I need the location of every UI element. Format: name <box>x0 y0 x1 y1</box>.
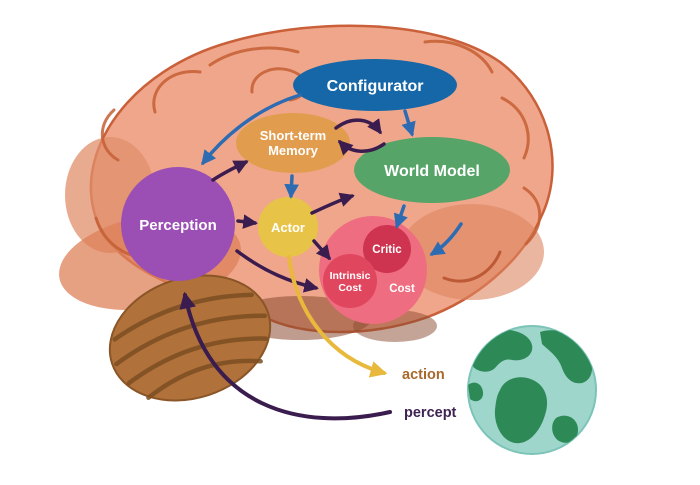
world-model-label: World Model <box>384 163 480 180</box>
short-term-memory-shape <box>236 113 350 173</box>
actor-node: Actor <box>258 197 318 257</box>
world-model-node: World Model <box>354 137 510 203</box>
arrow-percept-input <box>179 291 392 421</box>
percept-label: percept <box>404 405 457 421</box>
arrow-stm-to-actor <box>284 174 299 199</box>
short-term-memory-label-line1: Short-term <box>260 128 326 143</box>
cost-module-node: Critic Intrinsic Cost Cost <box>319 216 427 324</box>
arrow-stm-world-model-link-back <box>337 139 386 156</box>
arrow-perception-to-cost <box>235 249 319 293</box>
configurator-node: Configurator <box>293 59 457 111</box>
perception-node: Perception <box>121 167 235 281</box>
short-term-memory-label-line2: Memory <box>268 143 319 158</box>
critic-label: Critic <box>372 244 402 256</box>
brain-shading <box>400 204 544 300</box>
critic-shape <box>363 225 411 273</box>
cerebellum-stripe <box>126 336 269 386</box>
perception-label: Perception <box>139 217 217 234</box>
arrow-perception-to-actor <box>236 214 258 229</box>
intrinsic-cost-label-line2: Cost <box>338 282 362 294</box>
actor-label: Actor <box>271 220 305 235</box>
world-model-shape <box>354 137 510 203</box>
earth-continent <box>552 415 578 443</box>
cerebellum-stripe <box>146 358 263 401</box>
arrow-configurator-to-world-model <box>401 109 416 137</box>
perception-shape <box>121 167 235 281</box>
earth-continent <box>494 377 548 444</box>
arrow-world-model-to-critic <box>393 204 408 229</box>
action-label: action <box>402 367 445 383</box>
earth-illustration <box>467 325 597 455</box>
arrow-world-model-to-cost <box>429 222 463 256</box>
intrinsic-cost-shape <box>323 254 377 308</box>
cost-label: Cost <box>389 283 415 295</box>
cerebellum-stripe <box>114 313 268 367</box>
configurator-label: Configurator <box>327 78 424 95</box>
arrow-stm-world-model-link-forward <box>334 118 382 135</box>
configurator-shape <box>293 59 457 111</box>
arrow-perception-to-stm <box>211 160 249 182</box>
cerebellum <box>108 274 272 402</box>
actor-shape <box>258 197 318 257</box>
short-term-memory-node: Short-term Memory <box>236 113 350 173</box>
arrow-action-output <box>287 255 388 378</box>
arrow-actor-to-cost <box>312 239 331 261</box>
earth-continent <box>468 382 484 402</box>
arrow-configurator-to-perception <box>201 93 302 166</box>
intrinsic-cost-label-line1: Intrinsic <box>330 270 371 282</box>
arrow-actor-to-world-model <box>310 192 355 215</box>
